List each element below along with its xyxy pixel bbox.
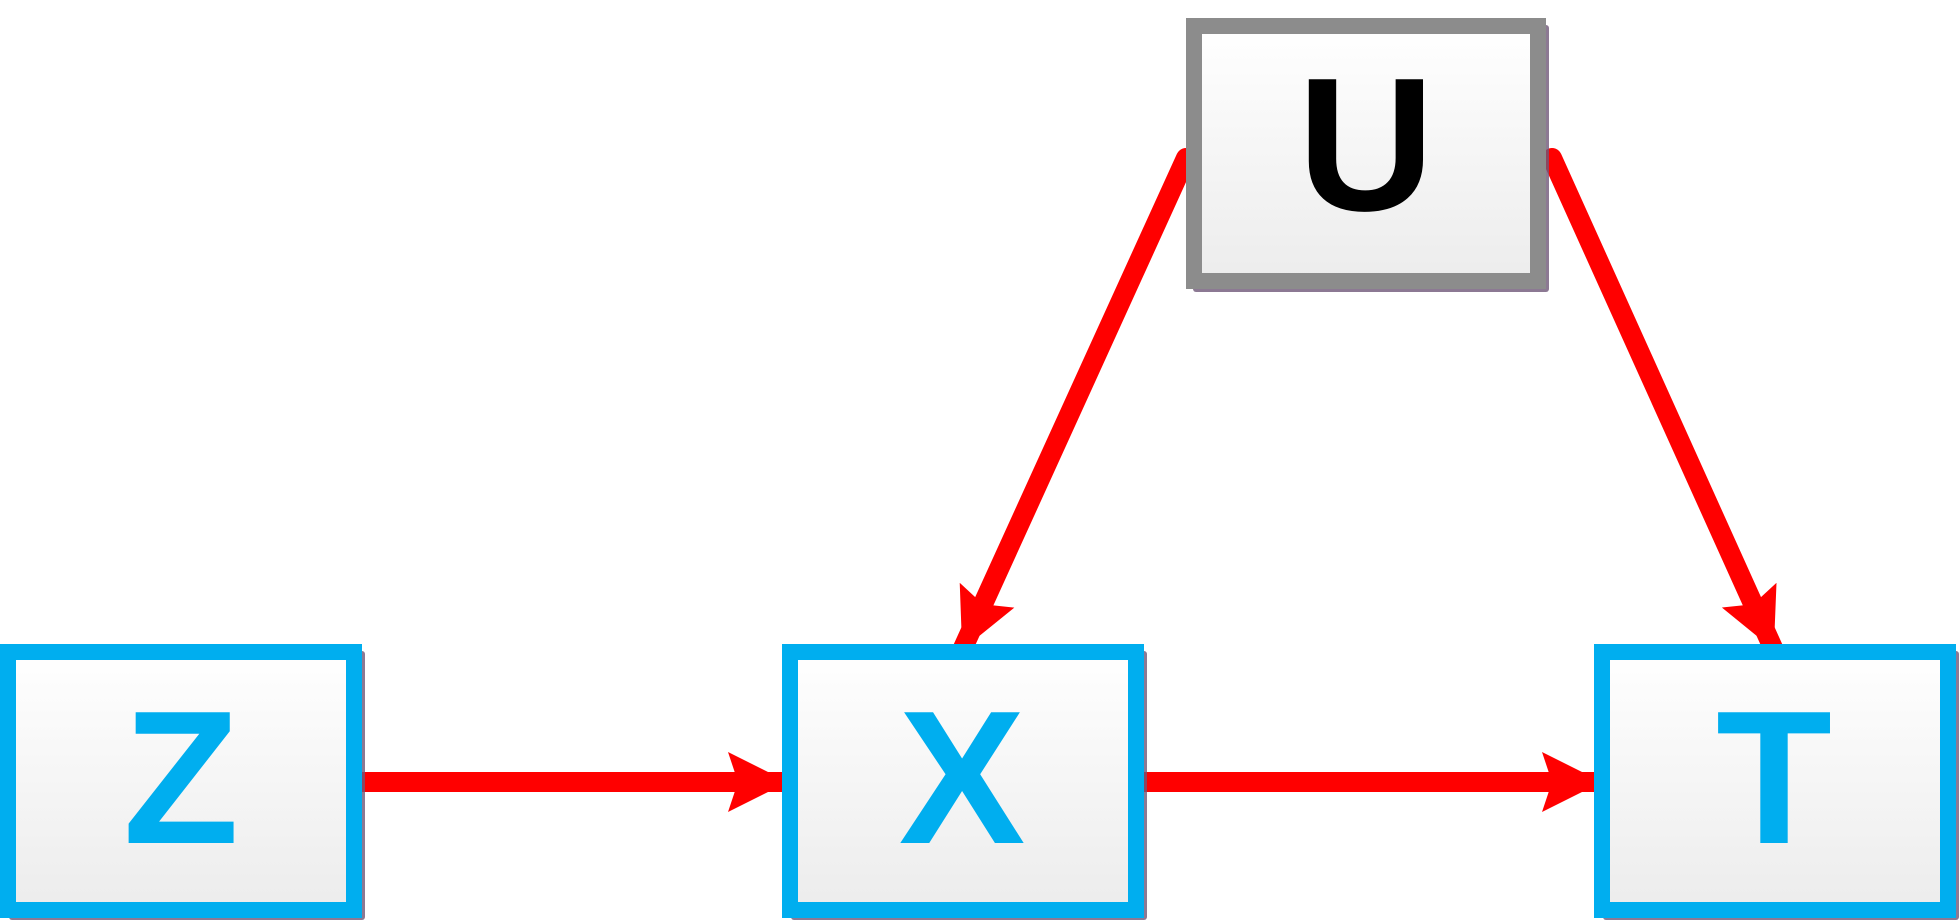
node-x: X — [782, 644, 1147, 920]
node-x-label: X — [899, 672, 1026, 884]
node-z-box — [0, 644, 362, 918]
node-u-label: U — [1297, 39, 1434, 251]
node-z: Z — [0, 644, 365, 920]
edge-u-to-x — [953, 148, 1196, 658]
node-x-box — [782, 644, 1144, 918]
node-u-box — [1186, 18, 1546, 289]
node-u: U — [1186, 18, 1549, 292]
node-t: T — [1594, 644, 1959, 920]
node-t-box — [1594, 644, 1956, 918]
node-t-label: T — [1716, 672, 1832, 884]
edges — [336, 148, 1783, 812]
edge-u-to-t — [1542, 148, 1783, 658]
node-z-label: Z — [123, 672, 239, 884]
